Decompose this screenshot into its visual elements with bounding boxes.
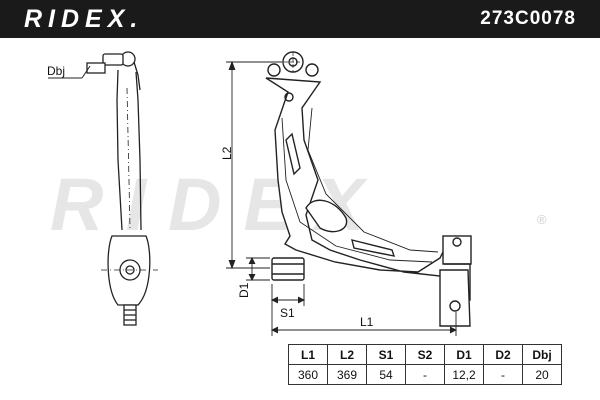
s1-label: S1 — [280, 306, 295, 320]
watermark-registered-mark: ® — [537, 212, 547, 227]
watermark-text: RIDEX — [50, 163, 386, 246]
spec-header-cell: S2 — [405, 344, 445, 365]
l2-dimension — [226, 60, 282, 270]
spec-table-header-row: L1 L2 S1 S2 D1 D2 Dbj — [288, 344, 562, 365]
rear-bushing — [442, 235, 472, 265]
spec-value-cell: 12,2 — [444, 364, 484, 385]
dbj-label: Dbj — [47, 64, 65, 78]
spec-value-cell: 369 — [327, 364, 367, 385]
spec-value-cell: 360 — [288, 364, 328, 385]
spec-value-cell: 54 — [366, 364, 406, 385]
rear-mount-plate — [439, 269, 471, 327]
header-bar: RIDEX. 273C0078 — [0, 0, 600, 38]
spec-table: L1 L2 S1 S2 D1 D2 Dbj 360 369 54 - 12,2 … — [288, 344, 562, 385]
spec-header-cell: D1 — [444, 344, 484, 365]
spec-header-cell: L1 — [288, 344, 328, 365]
l1-label: L1 — [360, 315, 374, 329]
side-view-arm — [86, 51, 158, 326]
spec-value-cell: 20 — [522, 364, 562, 385]
d1-dimension — [246, 256, 270, 282]
d1-label: D1 — [237, 282, 251, 298]
spec-header-cell: L2 — [327, 344, 367, 365]
l2-label: L2 — [220, 146, 234, 160]
front-view-arm — [265, 51, 472, 327]
spec-header-cell: D2 — [483, 344, 523, 365]
spec-value-cell: - — [483, 364, 523, 385]
technical-drawing: RIDEX ® Dbj — [47, 51, 547, 336]
brand-logo: RIDEX. — [24, 5, 144, 33]
dbj-dimension — [48, 65, 91, 79]
spec-value-cell: - — [405, 364, 445, 385]
front-bushing — [271, 257, 305, 281]
spec-header-cell: S1 — [366, 344, 406, 365]
spec-table-value-row: 360 369 54 - 12,2 - 20 — [288, 364, 562, 385]
spec-header-cell: Dbj — [522, 344, 562, 365]
s1-dimension — [270, 284, 306, 306]
l1-dimension — [270, 306, 458, 336]
part-number: 273C0078 — [480, 8, 576, 29]
